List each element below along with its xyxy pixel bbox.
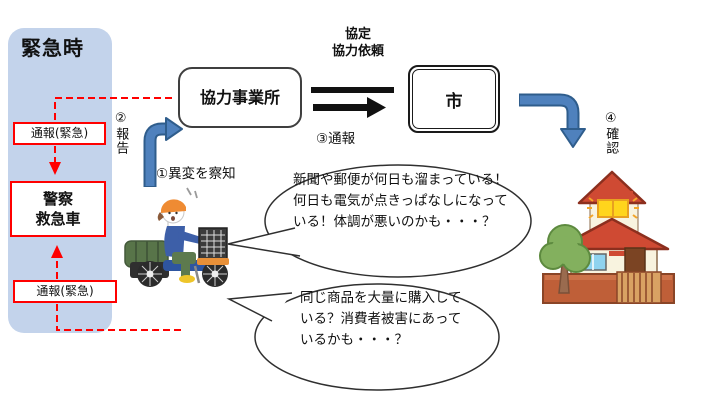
agreement-line bbox=[311, 87, 394, 93]
agreement-line1: 協定 bbox=[344, 27, 371, 42]
step3-notify-label: ③通報 bbox=[316, 131, 356, 147]
bubble2-line1: 同じ商品を大量に購入して bbox=[300, 290, 462, 306]
confirm-arrow bbox=[519, 93, 586, 148]
report-arrow bbox=[143, 117, 183, 187]
bubble2-line2: いる？消費者被害にあって bbox=[300, 311, 462, 327]
speech-bubble-1 bbox=[227, 164, 532, 278]
bubble1-line3: いる！体調が悪いのかも・・・？ bbox=[293, 214, 496, 230]
bubble2-text: 同じ商品を大量に購入して いる？消費者被害にあって いるかも・・・？ bbox=[300, 288, 462, 351]
emergency-path-bottom bbox=[56, 258, 184, 331]
agreement-line2: 協力依頼 bbox=[331, 44, 384, 59]
report-emergency-label-bottom: 通報(緊急) bbox=[36, 284, 94, 298]
step2-report-label: ②報告 bbox=[113, 111, 129, 155]
speech-bubble-2 bbox=[226, 283, 500, 391]
notify-arrow bbox=[313, 97, 386, 118]
cooperating-business-box: 協力事業所 bbox=[178, 67, 302, 128]
city-box: 市 bbox=[408, 65, 500, 133]
ambulance-label: 救急車 bbox=[35, 210, 81, 228]
city-label: 市 bbox=[412, 69, 496, 129]
panel-title: 緊急時 bbox=[21, 36, 84, 60]
step1-detect-label: ①異変を察知 bbox=[156, 166, 236, 182]
bubble1-text: 新聞や郵便が何日も溜まっている！ 何日も電気が点きっぱなしになって いる！体調が… bbox=[293, 170, 508, 233]
bubble1-line2: 何日も電気が点きっぱなしになって bbox=[293, 193, 508, 209]
delivery-rider-illustration bbox=[124, 187, 229, 287]
cooperating-business-label: 協力事業所 bbox=[199, 87, 280, 107]
emergency-path-top bbox=[54, 97, 172, 163]
down-arrowhead-icon bbox=[49, 162, 61, 175]
bubble2-line3: いるかも・・・？ bbox=[300, 332, 408, 348]
report-emergency-box-top: 通報(緊急) bbox=[13, 122, 106, 145]
step4-confirm-label: ④確認 bbox=[603, 111, 619, 155]
police-ambulance-box: 警察 救急車 bbox=[10, 181, 106, 237]
police-label: 警察 bbox=[42, 189, 73, 208]
report-emergency-label-top: 通報(緊急) bbox=[30, 126, 89, 140]
house-illustration bbox=[539, 170, 675, 304]
bubble1-line1: 新聞や郵便が何日も溜まっている！ bbox=[293, 172, 508, 188]
up-arrowhead-icon bbox=[51, 245, 63, 258]
report-emergency-box-bottom: 通報(緊急) bbox=[13, 280, 117, 303]
agreement-label: 協定 協力依頼 bbox=[309, 26, 407, 60]
